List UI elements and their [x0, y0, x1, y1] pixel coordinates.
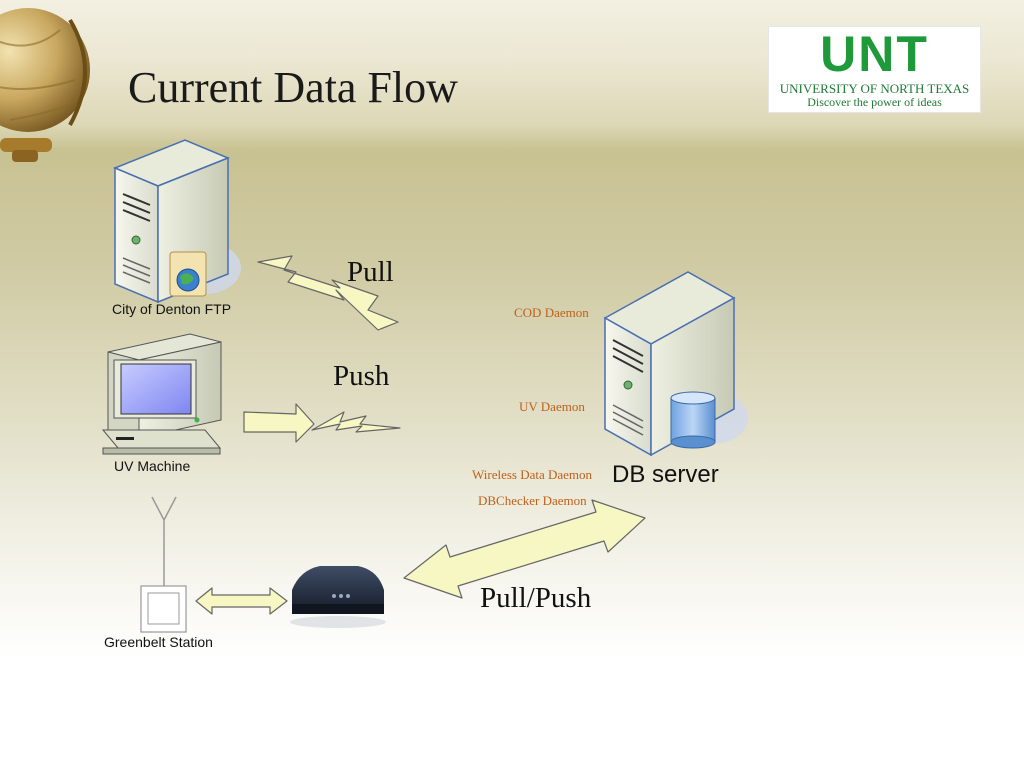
logo-tagline: Discover the power of ideas	[807, 95, 942, 109]
uv-daemon-label: UV Daemon	[519, 399, 585, 414]
pull-label: Pull	[347, 256, 394, 288]
pull-push-label: Pull/Push	[480, 582, 592, 614]
db-server-label: DB server	[612, 461, 719, 488]
pull-push-arrow	[403, 499, 646, 599]
push-arrow	[243, 403, 401, 443]
logo-university-name: UNIVERSITY OF NORTH TEXAS	[779, 81, 970, 96]
modem-icon	[290, 566, 386, 628]
uv-machine-icon	[101, 333, 222, 455]
dbchecker-daemon-label: DBChecker Daemon	[478, 493, 587, 508]
db-server-icon	[603, 271, 748, 457]
greenbelt-station-icon	[140, 585, 187, 633]
globe-icon	[0, 8, 90, 162]
logo-wordmark: UNT	[820, 26, 929, 82]
unt-logo: UNT UNIVERSITY OF NORTH TEXAS Discover t…	[768, 26, 981, 113]
ftp-server-icon	[113, 139, 241, 304]
slide-title: Current Data Flow	[128, 63, 458, 112]
uv-machine-label: UV Machine	[114, 458, 191, 474]
ftp-label: City of Denton FTP	[112, 301, 232, 317]
antenna-icon	[151, 496, 177, 592]
push-label: Push	[333, 360, 390, 392]
cod-daemon-label: COD Daemon	[514, 305, 589, 320]
pull-arrow	[257, 255, 399, 331]
greenbelt-station-label: Greenbelt Station	[104, 634, 213, 650]
wireless-daemon-label: Wireless Data Daemon	[472, 467, 593, 482]
station-modem-arrow	[195, 587, 288, 615]
